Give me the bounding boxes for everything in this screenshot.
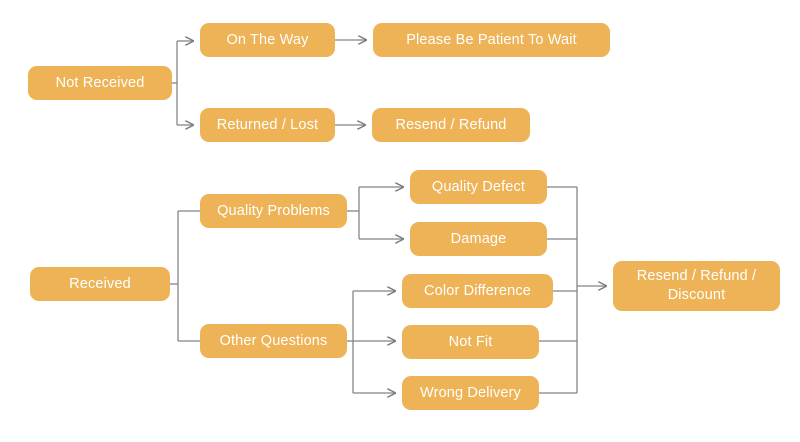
node-label: Wrong Delivery [420,384,521,401]
node-label: Not Fit [448,333,493,350]
node-label: Damage [450,230,507,247]
node-other-questions[interactable]: Other Questions [200,324,347,358]
node-not-fit[interactable]: Not Fit [402,325,539,359]
node-quality-defect[interactable]: Quality Defect [410,170,547,204]
node-resend-refund[interactable]: Resend / Refund [372,108,530,142]
node-label: Other Questions [219,332,328,349]
node-label: Not Received [55,74,145,91]
node-resend-refund-discount[interactable]: Resend / Refund / Discount [613,261,780,311]
node-label: Please Be Patient To Wait [406,31,577,48]
node-returned-lost[interactable]: Returned / Lost [200,108,335,142]
node-label: Returned / Lost [216,116,319,133]
node-received[interactable]: Received [30,267,170,301]
node-color-difference[interactable]: Color Difference [402,274,553,308]
node-label: On The Way [226,31,309,48]
node-label: Resend / Refund [395,116,507,133]
node-wrong-delivery[interactable]: Wrong Delivery [402,376,539,410]
node-label: Received [69,275,131,292]
node-label: Resend / Refund / Discount [636,268,757,303]
node-damage[interactable]: Damage [410,222,547,256]
node-quality-problems[interactable]: Quality Problems [200,194,347,228]
node-label: Quality Problems [217,202,330,219]
node-please-be-patient-to-wait[interactable]: Please Be Patient To Wait [373,23,610,57]
node-label: Quality Defect [431,178,526,195]
node-label: Color Difference [424,282,531,299]
node-on-the-way[interactable]: On The Way [200,23,335,57]
node-not-received[interactable]: Not Received [28,66,172,100]
